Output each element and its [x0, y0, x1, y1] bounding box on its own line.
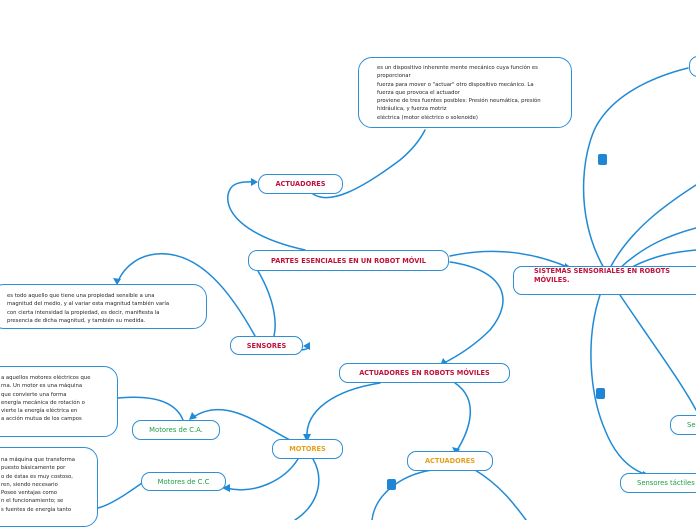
note-line: n el funcionamiento; se — [1, 498, 64, 505]
topic-label: ACTUADORES EN ROBOTS MÓVILES — [359, 369, 490, 377]
topic-label: Motores de C.C — [157, 477, 210, 486]
topic-label: Se — [687, 421, 696, 429]
note-line: que convierte una forma — [1, 391, 67, 398]
note-line: energía mecánica de rotación o — [1, 399, 85, 406]
note-line: rna. Un motor es una máquina — [1, 383, 83, 390]
topic-label: SENSORES — [246, 341, 287, 350]
note-line: magnitud del medio, y al variar esta mag… — [7, 301, 170, 308]
topic-label: MOTORES — [289, 445, 326, 453]
topic-label: SISTEMAS SENSORIALES EN ROBOTS — [534, 267, 671, 275]
note-line: proporcionar — [377, 73, 411, 80]
topic-label: ACTUADORES — [275, 180, 326, 188]
note-line: es todo aquello que tiene una propiedad … — [7, 293, 155, 299]
topic-actuadores[interactable]: ACTUADORES — [258, 174, 343, 194]
note-line: eléctrica (motor eléctrico o solenoide) — [377, 114, 478, 121]
note-line: vierte la energía eléctrica en — [1, 408, 78, 415]
topic-motores[interactable]: MOTORES — [272, 439, 343, 459]
note-motores-ca-definition[interactable]: a aquellos motores eléctricos que rna. U… — [0, 366, 118, 437]
note-line: fuerza para mover o "actuar" otro dispos… — [377, 81, 534, 88]
note-line: s fuentes de energía tanto — [1, 506, 72, 513]
connection-marker[interactable] — [387, 479, 396, 490]
note-line: o de éstas es muy costoso, — [1, 473, 73, 480]
note-line: puesto básicamente por — [1, 465, 66, 472]
topic-sistemas-sensoriales[interactable]: SISTEMAS SENSORIALES EN ROBOTS MÓVILES. — [513, 266, 696, 295]
topic-motores-cc[interactable]: Motores de C.C — [141, 472, 226, 491]
note-line: es un dispositivo inherente mente mecáni… — [377, 65, 538, 71]
connection-marker[interactable] — [596, 388, 605, 399]
note-line: na máquina que transforma — [1, 457, 76, 463]
topic-label: MÓVILES. — [534, 276, 570, 284]
note-sensor-definition[interactable]: es todo aquello que tiene una propiedad … — [0, 284, 207, 329]
topic-sensores[interactable]: SENSORES — [230, 336, 303, 355]
note-line: a acción mutua de los campos — [1, 416, 82, 423]
topic-partes-esenciales[interactable]: PARTES ESENCIALES EN UN ROBOT MÓVIL — [248, 250, 449, 271]
note-line: ren, siendo necesario — [1, 481, 58, 488]
note-line: con cierta intensidad la propiedad, es d… — [7, 309, 160, 316]
note-motores-cc-definition[interactable]: na máquina que transforma puesto básicam… — [0, 447, 98, 527]
topic-sensores-partial[interactable]: Se — [670, 415, 696, 435]
topic-label: ACTUADORES — [424, 457, 476, 465]
topic-actuadores-sub[interactable]: ACTUADORES — [407, 451, 493, 471]
topic-label: Motores de C.A. — [149, 426, 203, 434]
note-line: a aquellos motores eléctricos que — [1, 375, 91, 381]
note-line: hidráulica, y fuerza motriz — [377, 106, 447, 113]
note-actuador-definition[interactable]: es un dispositivo inherente mente mecáni… — [358, 57, 572, 128]
topic-motores-ca[interactable]: Motores de C.A. — [132, 420, 220, 440]
note-line: Posee ventajas como — [1, 490, 57, 497]
connection-marker[interactable] — [598, 154, 607, 165]
note-line: presencia de dicha magnitud, y también s… — [7, 317, 146, 324]
topic-label: Sensores táctiles — [637, 479, 695, 487]
note-line: proviene de tres fuentes posibles: Presi… — [377, 98, 541, 105]
topic-label: PARTES ESENCIALES EN UN ROBOT MÓVIL — [271, 256, 426, 265]
topic-sensores-tactiles[interactable]: Sensores táctiles — [620, 473, 696, 493]
note-line: fuerza que provoca el actuador — [377, 89, 460, 96]
topic-actuadores-en-robots[interactable]: ACTUADORES EN ROBOTS MÓVILES — [339, 363, 510, 383]
